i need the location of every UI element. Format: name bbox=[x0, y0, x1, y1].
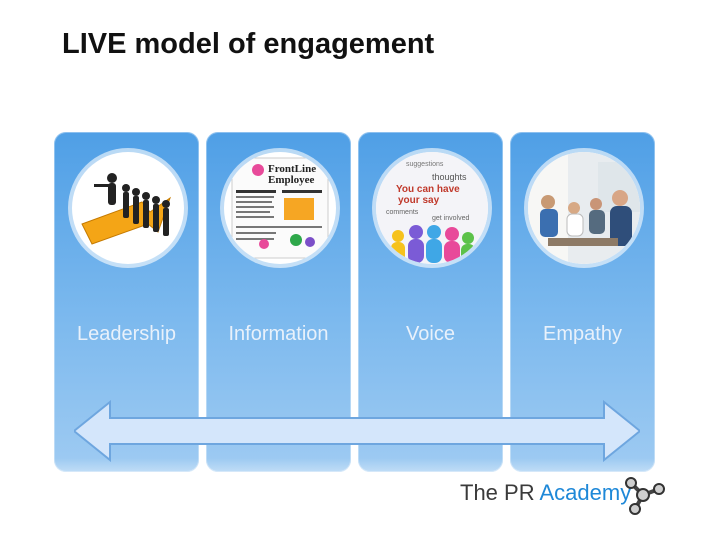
voice-word: You can have bbox=[396, 184, 460, 195]
empathy-image bbox=[528, 152, 640, 264]
column-label: Leadership bbox=[77, 323, 176, 345]
leadership-image bbox=[72, 152, 184, 264]
voice-word: suggestions bbox=[406, 161, 444, 168]
voice-word: comments bbox=[386, 209, 419, 216]
slide-title: LIVE model of engagement bbox=[62, 28, 435, 60]
voice-word: thoughts bbox=[432, 172, 467, 182]
column-label: Information bbox=[228, 323, 329, 345]
molecule-icon bbox=[625, 477, 665, 515]
double-arrow-icon bbox=[74, 400, 640, 462]
brand-name-part1: The PR bbox=[460, 480, 540, 505]
column-label: Empathy bbox=[543, 323, 622, 345]
column-label: Voice bbox=[406, 323, 455, 345]
voice-word: get involved bbox=[432, 215, 469, 222]
voice-image: suggestions thoughts You can have your s… bbox=[376, 152, 488, 264]
brand-logo: The PR Academy bbox=[460, 475, 670, 515]
voice-word: your say bbox=[398, 195, 440, 206]
brand-name-part2: Academy bbox=[539, 480, 632, 505]
newsletter-image: FrontLine Employee bbox=[224, 152, 336, 264]
masthead-line1: FrontLine bbox=[268, 163, 316, 175]
masthead-line2: Employee bbox=[268, 174, 315, 186]
